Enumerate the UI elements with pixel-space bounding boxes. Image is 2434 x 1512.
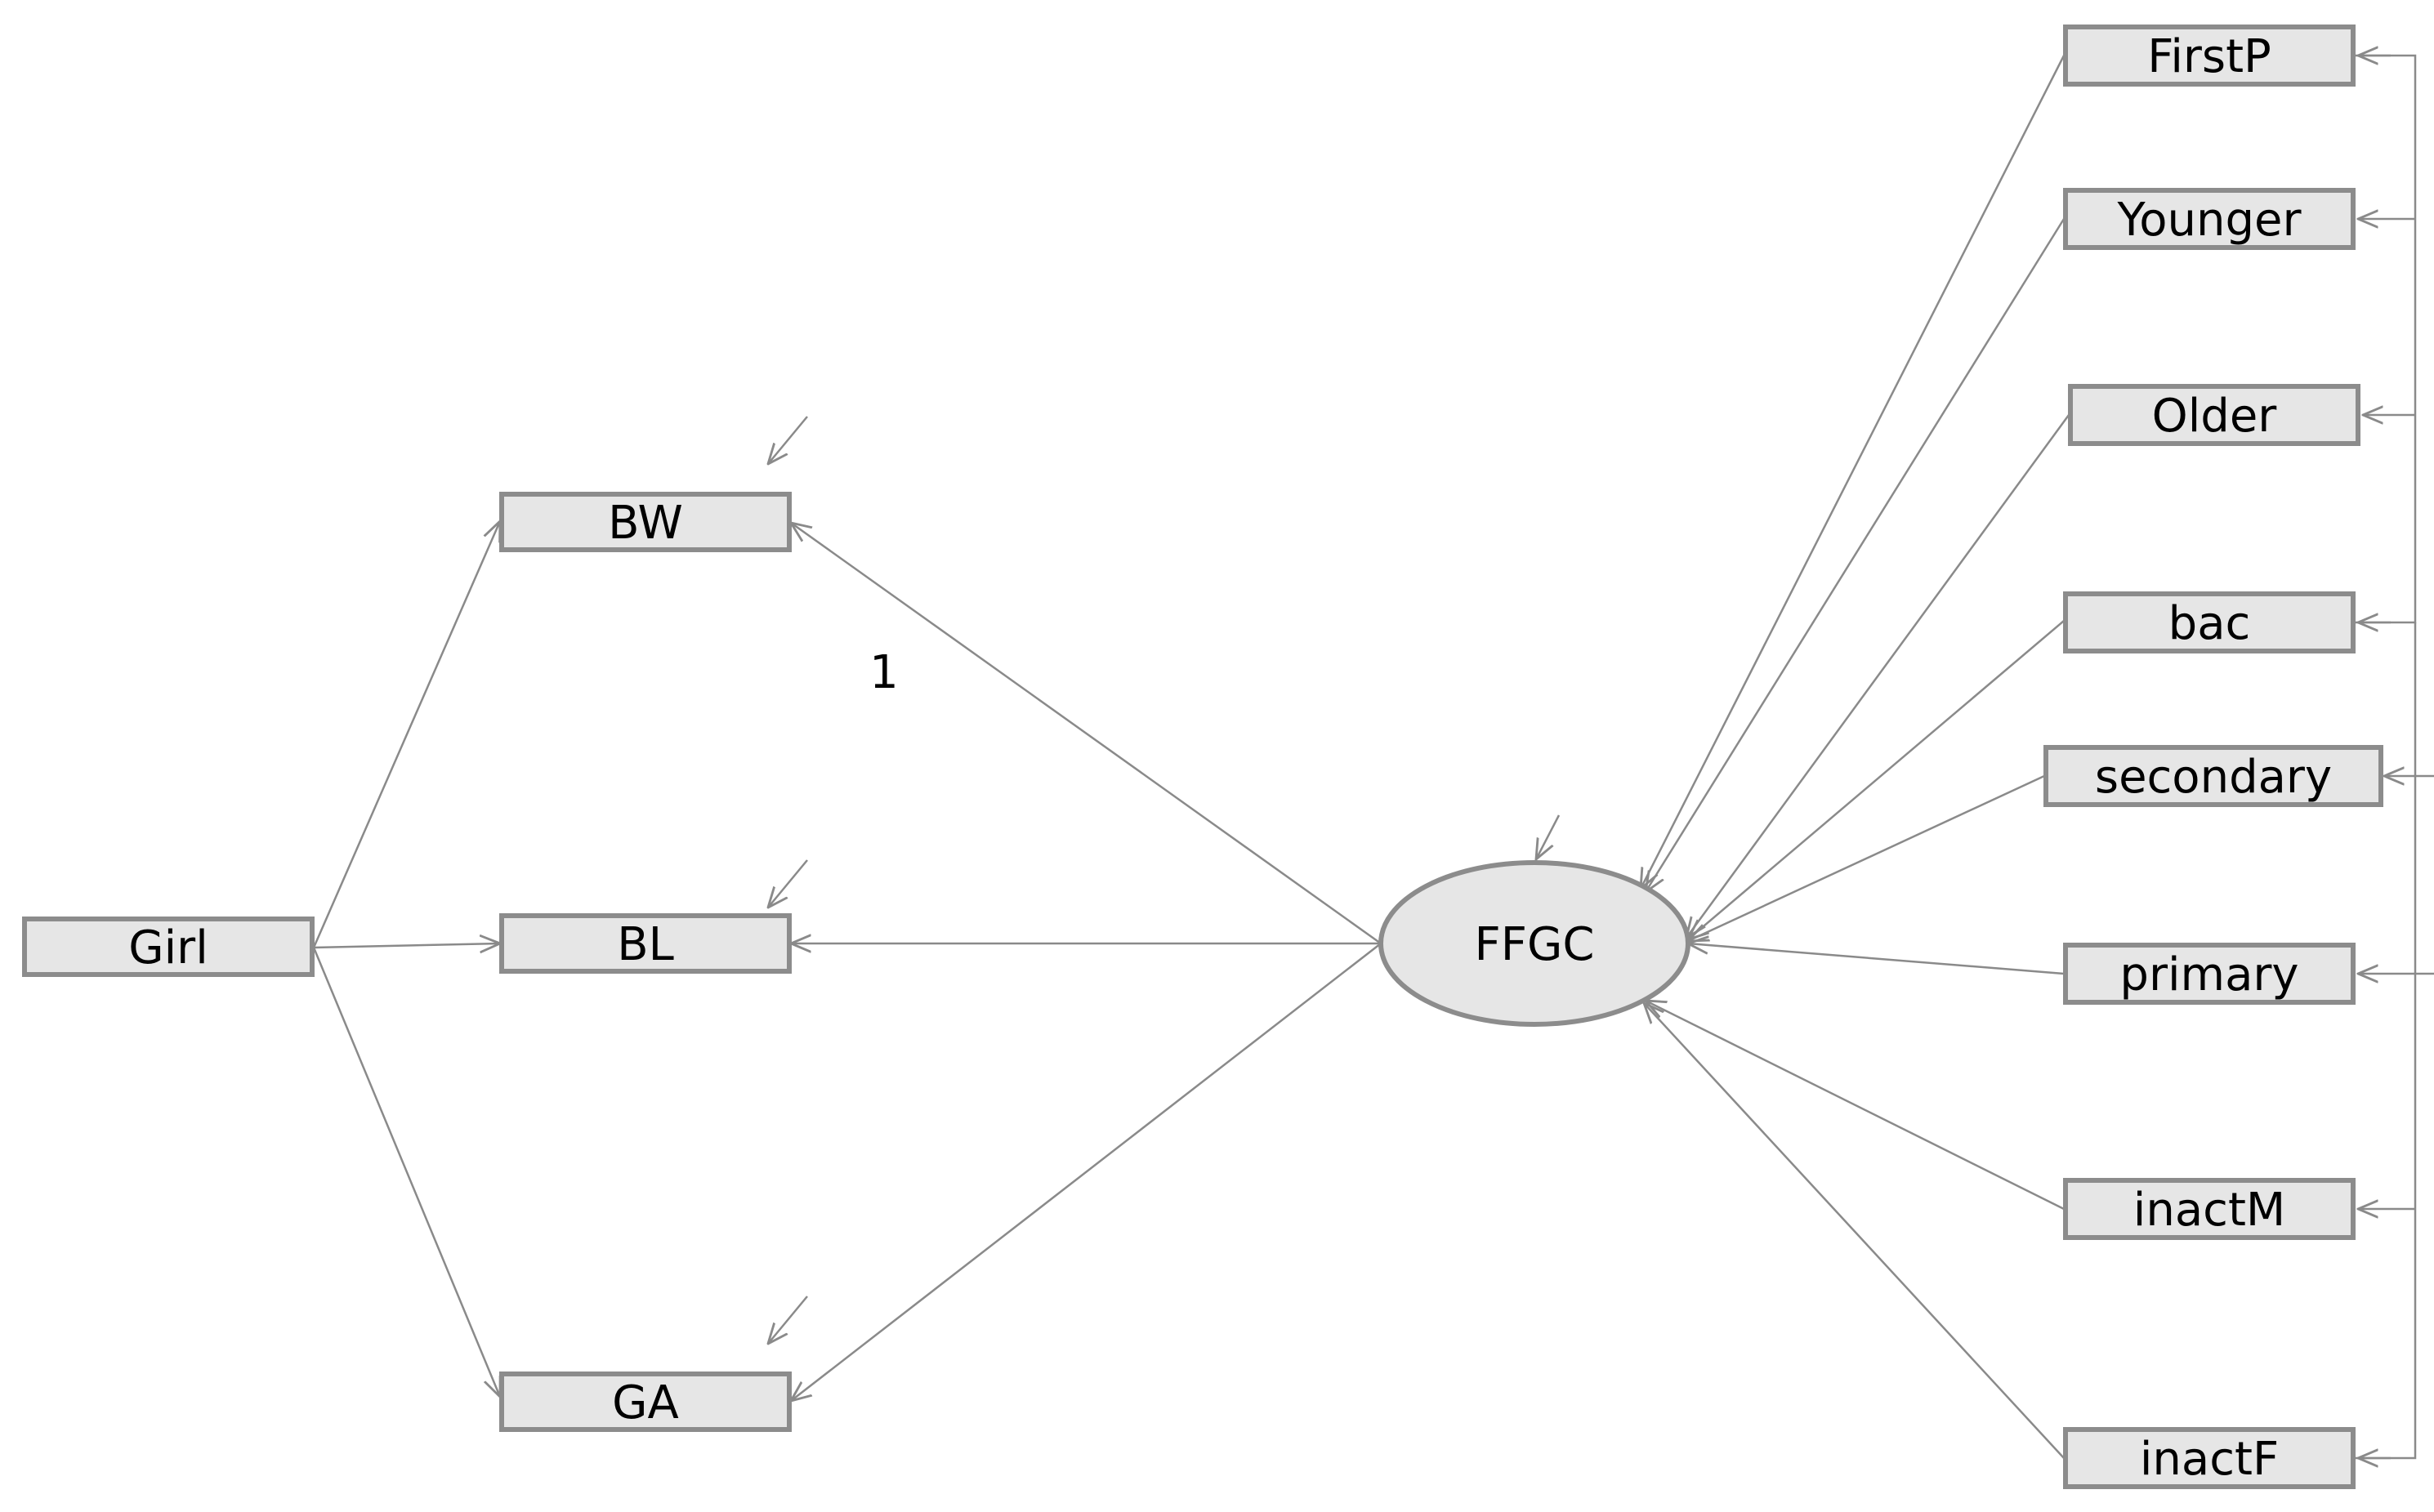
node-bl: BL [499, 913, 792, 974]
edge-inactf-ffgc [1644, 1003, 2065, 1459]
edge-younger-ffgc [1646, 218, 2066, 892]
node-secondary: secondary [2043, 745, 2383, 807]
node-girl: Girl [22, 917, 315, 977]
edge-firstp-ffgc [1641, 55, 2066, 889]
edge-ffgc-bw [791, 523, 1382, 945]
error-arrow-ga [768, 1296, 808, 1344]
node-ga-label: GA [612, 1376, 679, 1429]
node-bw-label: BW [608, 497, 683, 550]
node-inactf-label: inactF [2140, 1433, 2279, 1486]
error-arrow-bl [768, 859, 808, 908]
node-firstp: FirstP [2063, 25, 2356, 87]
node-bac: bac [2063, 591, 2356, 653]
node-older-label: Older [2152, 390, 2278, 443]
node-older: Older [2068, 384, 2360, 446]
node-bw: BW [499, 492, 792, 552]
edge-primary-ffgc [1688, 943, 2065, 975]
node-younger-label: Younger [2116, 194, 2302, 247]
edge-girl-ga [312, 947, 500, 1397]
node-firstp-label: FirstP [2147, 30, 2271, 83]
node-bac-label: bac [2168, 597, 2251, 650]
node-secondary-label: secondary [2095, 751, 2332, 804]
edge-inactm-ffgc [1646, 1001, 2065, 1211]
node-bl-label: BL [617, 918, 674, 971]
node-ga: GA [499, 1372, 792, 1432]
error-arrow-ffgc [1536, 814, 1561, 859]
edge-girl-bw [312, 521, 500, 948]
edge-secondary-ffgc [1688, 774, 2045, 941]
edge-older-ffgc [1686, 414, 2070, 938]
node-primary-label: primary [2119, 948, 2298, 1001]
node-inactf: inactF [2063, 1427, 2356, 1489]
error-arrow-bw [768, 416, 808, 464]
edge-ffgc-ga [791, 943, 1382, 1401]
node-ffgc: FFGC [1378, 860, 1690, 1027]
node-inactm: inactM [2063, 1178, 2356, 1240]
edge-girl-bl [313, 943, 500, 948]
path-coefficient-label: 1 [869, 646, 899, 699]
covariance-bracket-upper [2353, 54, 2417, 624]
node-younger: Younger [2063, 188, 2356, 250]
node-girl-label: Girl [128, 921, 208, 975]
node-inactm-label: inactM [2133, 1184, 2285, 1237]
edge-bac-ffgc [1688, 620, 2065, 939]
node-primary: primary [2063, 943, 2356, 1005]
node-ffgc-label: FFGC [1475, 918, 1595, 971]
